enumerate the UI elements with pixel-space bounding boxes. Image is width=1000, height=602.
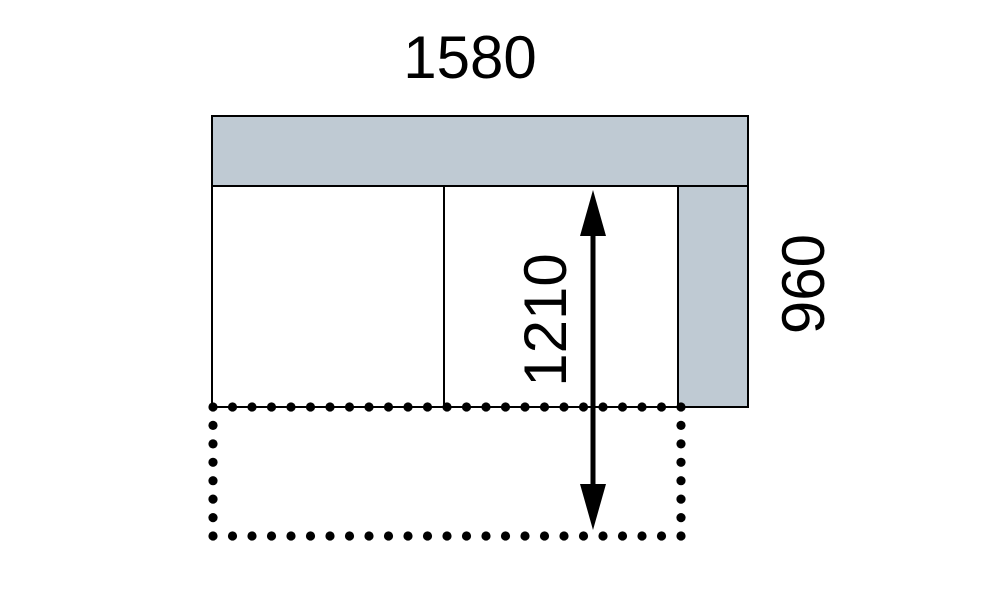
depth-dimension-label: 960 xyxy=(770,234,837,334)
outline-dot xyxy=(266,531,277,541)
outline-dot xyxy=(208,531,218,541)
outline-dot xyxy=(247,402,257,412)
outline-dot xyxy=(656,531,667,541)
outline-dot xyxy=(598,531,608,541)
outline-dot xyxy=(247,531,257,541)
outline-dot xyxy=(344,402,355,412)
outline-dot xyxy=(500,531,511,541)
outline-dot xyxy=(403,531,413,541)
outline-dot xyxy=(208,420,218,430)
outline-dot xyxy=(422,531,433,541)
outline-dot xyxy=(500,402,511,412)
outline-dot xyxy=(676,457,686,467)
seat-cushion-left xyxy=(211,185,445,408)
outline-dot xyxy=(227,531,238,541)
outline-dot xyxy=(617,531,628,541)
outline-dot xyxy=(637,531,647,541)
extended-seat-outline xyxy=(208,402,686,541)
outline-dot xyxy=(461,531,472,541)
outline-dot xyxy=(520,531,530,541)
outline-dot xyxy=(461,402,472,412)
outline-dot xyxy=(364,402,374,412)
outline-dot xyxy=(208,494,218,504)
outline-dot xyxy=(208,439,218,449)
outline-dot xyxy=(656,402,667,412)
outline-dot xyxy=(208,476,218,486)
backrest-panel xyxy=(211,115,749,187)
outline-dot xyxy=(676,476,686,486)
outline-dot xyxy=(520,402,530,412)
outline-dot xyxy=(403,402,413,412)
outline-dot xyxy=(598,402,608,412)
outline-dot xyxy=(442,402,452,412)
outline-dot xyxy=(364,531,374,541)
outline-dot xyxy=(305,402,316,412)
outline-dot xyxy=(481,402,491,412)
outline-dot xyxy=(539,402,550,412)
outline-dot xyxy=(305,531,316,541)
outline-dot xyxy=(676,420,686,430)
outline-dot xyxy=(383,531,394,541)
outline-dot xyxy=(266,402,277,412)
outline-dot xyxy=(325,531,335,541)
outline-dot xyxy=(559,402,569,412)
extended-depth-label: 1210 xyxy=(512,253,579,386)
outline-dot xyxy=(578,531,589,541)
outline-dot xyxy=(676,402,686,412)
outline-dot xyxy=(383,402,394,412)
outline-dot xyxy=(325,402,335,412)
outline-dot xyxy=(344,531,355,541)
outline-dot xyxy=(442,531,452,541)
armrest-panel xyxy=(677,185,749,408)
outline-dot xyxy=(578,402,589,412)
width-dimension-label: 1580 xyxy=(403,24,536,91)
outline-dot xyxy=(286,402,296,412)
outline-dot xyxy=(637,402,647,412)
outline-dot xyxy=(227,402,238,412)
outline-dot xyxy=(208,457,218,467)
outline-dot xyxy=(481,531,491,541)
outline-dot xyxy=(422,402,433,412)
seat-cushion-middle xyxy=(443,185,679,408)
outline-dot xyxy=(676,513,686,523)
outline-dot xyxy=(208,513,218,523)
outline-dot xyxy=(559,531,569,541)
outline-dot xyxy=(676,494,686,504)
outline-dot xyxy=(286,531,296,541)
outline-dot xyxy=(676,531,686,541)
outline-dot xyxy=(676,439,686,449)
extended-depth-arrow xyxy=(580,190,606,530)
outline-dot xyxy=(208,402,218,412)
outline-dot xyxy=(617,402,628,412)
outline-dot xyxy=(539,531,550,541)
